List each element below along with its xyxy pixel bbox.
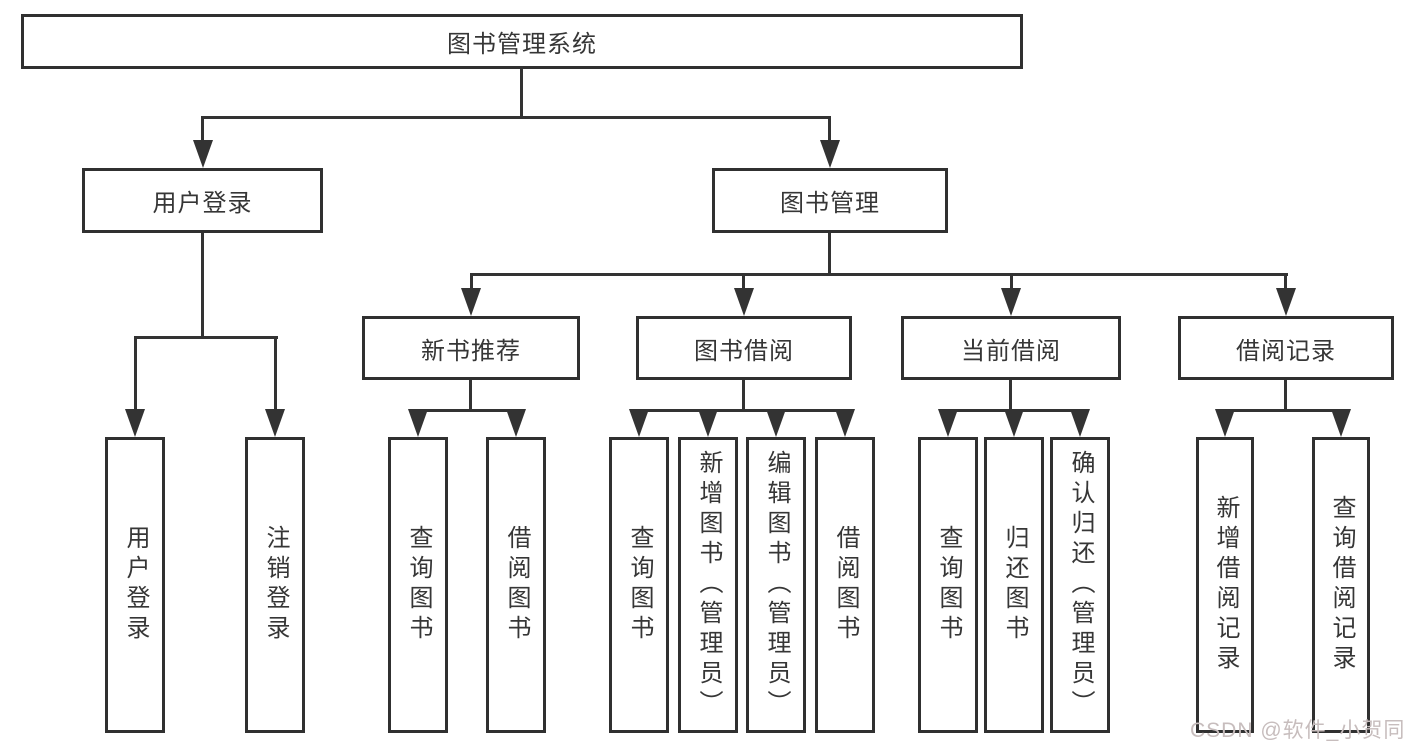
arrow-down-icon bbox=[1001, 288, 1021, 316]
connector-user-login-rail bbox=[134, 336, 278, 339]
connector-new-books-rail bbox=[417, 409, 519, 412]
node-root-library-system: 图书管理系统 bbox=[21, 14, 1023, 69]
leaf-query-books-borrowing: 查询图书 bbox=[609, 437, 669, 733]
arrow-down-icon bbox=[734, 288, 754, 316]
connector-book-mgmt-trunk bbox=[828, 233, 831, 276]
connector-current-borrow-trunk bbox=[1009, 380, 1012, 412]
arrow-down-icon bbox=[1215, 409, 1235, 437]
arrow-down-icon bbox=[125, 409, 145, 437]
leaf-query-borrow-record: 查询借阅记录 bbox=[1312, 437, 1370, 733]
arrow-down-icon bbox=[1276, 288, 1296, 316]
connector-book-borrow-rail bbox=[638, 409, 848, 412]
node-user-login: 用户登录 bbox=[82, 168, 323, 233]
arrow-down-icon bbox=[938, 409, 958, 437]
leaf-query-books-current: 查询图书 bbox=[918, 437, 978, 733]
arrow-down-icon bbox=[698, 409, 718, 437]
arrow-down-icon bbox=[461, 288, 481, 316]
node-current-borrowing: 当前借阅 bbox=[901, 316, 1121, 380]
arrow-down-icon bbox=[408, 409, 428, 437]
node-book-borrowing: 图书借阅 bbox=[636, 316, 852, 380]
connector-drop-new-books bbox=[470, 273, 473, 293]
connector-level1-rail bbox=[201, 116, 831, 119]
leaf-logout: 注销登录 bbox=[245, 437, 305, 733]
leaf-user-login: 用户登录 bbox=[105, 437, 165, 733]
arrow-down-icon bbox=[1004, 409, 1024, 437]
leaf-add-books-admin: 新增图书（管理员） bbox=[678, 437, 738, 733]
connector-drop-logout-leaf bbox=[274, 336, 277, 412]
arrow-down-icon bbox=[506, 409, 526, 437]
connector-drop-user-login bbox=[201, 116, 204, 146]
connector-drop-current-borrow bbox=[1010, 273, 1013, 293]
node-new-book-recommend: 新书推荐 bbox=[362, 316, 580, 380]
connector-user-login-trunk bbox=[201, 233, 204, 339]
connector-book-borrow-trunk bbox=[742, 380, 745, 412]
arrow-down-icon bbox=[265, 409, 285, 437]
connector-root-trunk bbox=[520, 66, 523, 118]
connector-borrow-records-trunk bbox=[1284, 380, 1287, 412]
connector-drop-book-borrow bbox=[742, 273, 745, 293]
node-borrow-records: 借阅记录 bbox=[1178, 316, 1394, 380]
leaf-return-books: 归还图书 bbox=[984, 437, 1044, 733]
watermark: CSDN @软件_小贺同学 bbox=[1190, 719, 1405, 742]
arrow-down-icon bbox=[629, 409, 649, 437]
connector-level2-rail bbox=[470, 273, 1288, 276]
connector-borrow-records-rail bbox=[1224, 409, 1343, 412]
leaf-query-books-recommend: 查询图书 bbox=[388, 437, 448, 733]
arrow-down-icon bbox=[820, 140, 840, 168]
arrow-down-icon bbox=[766, 409, 786, 437]
connector-drop-book-mgmt bbox=[828, 116, 831, 146]
leaf-confirm-return-admin: 确认归还（管理员） bbox=[1050, 437, 1110, 733]
leaf-borrow-books-recommend: 借阅图书 bbox=[486, 437, 546, 733]
connector-drop-login-leaf bbox=[134, 336, 137, 412]
arrow-down-icon bbox=[835, 409, 855, 437]
arrow-down-icon bbox=[1331, 409, 1351, 437]
node-book-management: 图书管理 bbox=[712, 168, 948, 233]
connector-drop-borrow-records bbox=[1284, 273, 1287, 293]
leaf-edit-books-admin: 编辑图书（管理员） bbox=[746, 437, 806, 733]
leaf-add-borrow-record: 新增借阅记录 bbox=[1196, 437, 1254, 733]
leaf-borrow-books: 借阅图书 bbox=[815, 437, 875, 733]
connector-new-books-trunk bbox=[469, 380, 472, 412]
arrow-down-icon bbox=[1070, 409, 1090, 437]
arrow-down-icon bbox=[193, 140, 213, 168]
